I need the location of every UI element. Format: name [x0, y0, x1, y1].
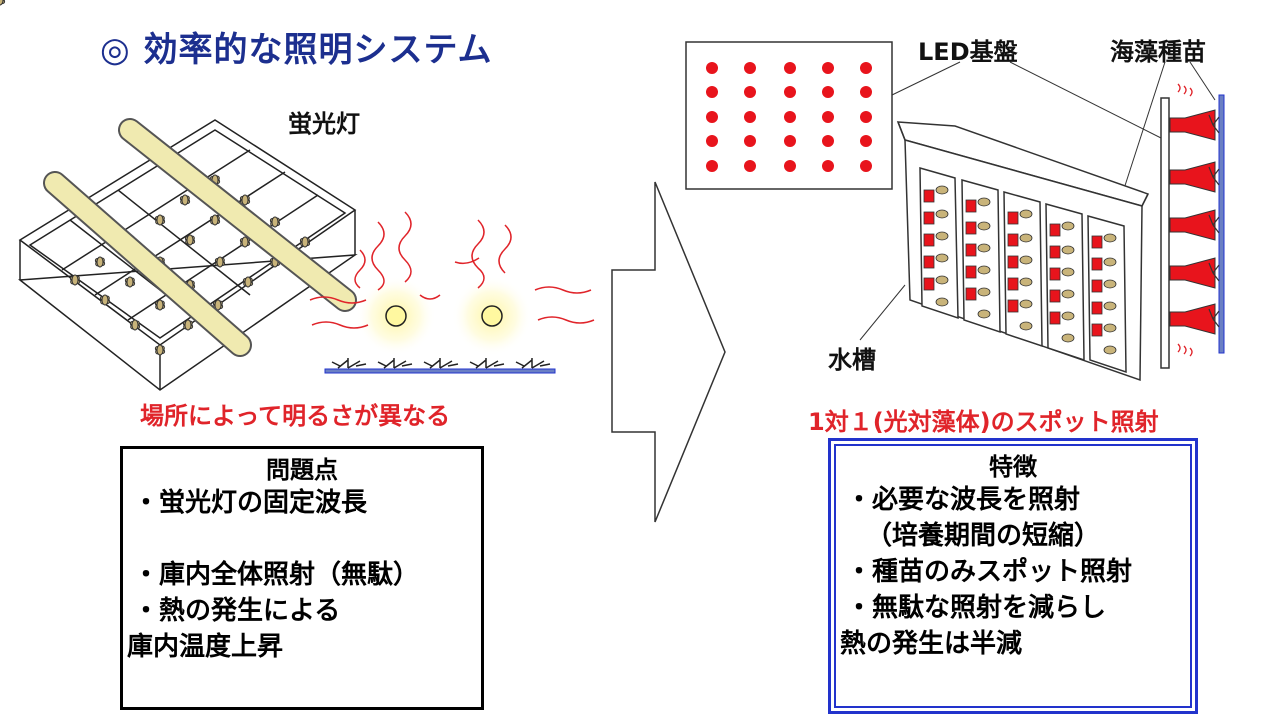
light-bulbs: [356, 276, 532, 356]
seaweed-plants: [0, 0, 6, 6]
fluorescent-tubes: [43, 118, 357, 357]
problem-line: ・熱の発生による: [133, 596, 341, 626]
seaweed-seedling-label: 海藻種苗: [1110, 38, 1206, 66]
problem-line: ・蛍光灯の固定波長: [133, 488, 368, 518]
feature-line: ・種苗のみスポット照射: [846, 557, 1133, 587]
feature-line: ・必要な波長を照射: [846, 485, 1081, 515]
left-caption: 場所によって明るさが異なる: [140, 402, 451, 430]
tank-plant-grid: [68, 173, 312, 357]
seaweed-tray: [324, 358, 556, 374]
features-heading: 特徴: [989, 453, 1037, 481]
transition-arrow: [611, 181, 726, 523]
panel-seaweed: [935, 185, 1117, 355]
problems-box: 問題点 ・蛍光灯の固定波長 ・庫内全体照射（無駄） ・熱の発生による 庫内温度上…: [120, 446, 484, 710]
panel-leds: [923, 189, 1103, 337]
led-board-label: LED基盤: [918, 38, 1018, 66]
problem-line: 庫内温度上昇: [127, 632, 284, 662]
problem-line: ・庫内全体照射（無駄）: [133, 560, 420, 590]
problems-heading: 問題点: [266, 456, 338, 484]
side-heat-marks: [1177, 83, 1193, 357]
page-title: ◎ 効率的な照明システム: [100, 30, 493, 70]
heat-waves: [309, 211, 595, 329]
feature-line: ・無駄な照射を減らし: [846, 593, 1107, 623]
fluorescent-label: 蛍光灯: [288, 110, 360, 138]
features-box-inner: 特徴 ・必要な波長を照射 （培養期間の短縮） ・種苗のみスポット照射 ・無駄な照…: [834, 444, 1192, 708]
spot-lights: [1169, 109, 1216, 335]
led-board: [685, 41, 893, 190]
right-caption: 1対１(光対藻体)のスポット照射: [808, 408, 1159, 436]
features-box: 特徴 ・必要な波長を照射 （培養期間の短縮） ・種苗のみスポット照射 ・無駄な照…: [828, 438, 1198, 714]
problem-gap: [133, 521, 471, 557]
feature-line: （培養期間の短縮）: [866, 521, 1101, 551]
feature-line: 熱の発生は半減: [840, 629, 1023, 659]
side-view-panel: [1160, 94, 1225, 369]
side-seaweed: [1208, 114, 1220, 328]
water-tank-label: 水槽: [828, 346, 876, 374]
